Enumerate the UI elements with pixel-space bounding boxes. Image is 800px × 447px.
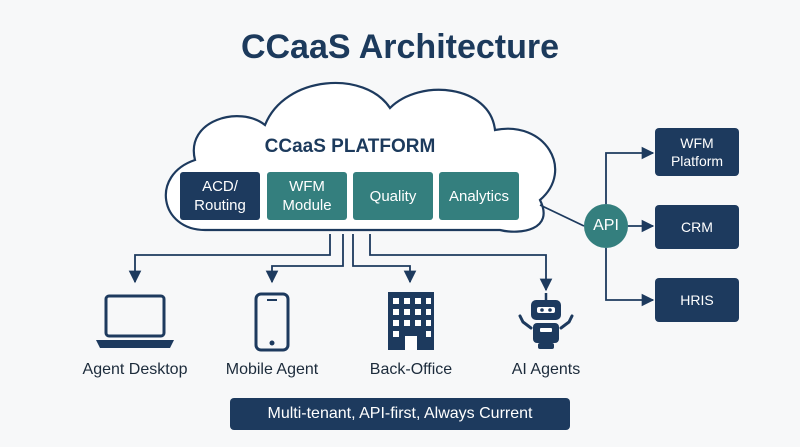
connector-api-wfm: [605, 146, 655, 204]
laptop-icon: [96, 294, 174, 348]
robot-icon: [518, 293, 574, 349]
connector-platform-api: [539, 204, 585, 227]
connector-mobile-agent: [265, 234, 344, 284]
connector-agent-desktop: [128, 234, 331, 284]
endpoint-label-agent-desktop: Agent Desktop: [82, 361, 188, 378]
connector-back-office: [352, 234, 417, 284]
endpoint-label-back-office: Back-Office: [369, 361, 453, 378]
integration-crm: CRM: [655, 205, 739, 249]
integration-hris: HRIS: [655, 278, 739, 322]
module-analytics: Analytics: [439, 172, 519, 220]
module-wfm: WFM Module: [267, 172, 347, 220]
page-title: CCaaS Architecture: [240, 28, 560, 66]
endpoint-label-ai-agents: AI Agents: [511, 361, 581, 378]
office-building-icon: [388, 292, 434, 350]
smartphone-icon: [254, 292, 290, 352]
platform-title: CCaaS PLATFORM: [264, 136, 436, 157]
api-node: API: [584, 204, 628, 248]
footer-banner: Multi-tenant, API-first, Always Current: [230, 398, 570, 430]
endpoint-label-mobile-agent: Mobile Agent: [225, 361, 319, 378]
module-quality: Quality: [353, 172, 433, 220]
module-acd-routing: ACD/ Routing: [180, 172, 260, 220]
integration-wfm-platform: WFM Platform: [655, 128, 739, 176]
connector-api-hris: [605, 248, 655, 307]
connector-ai-agents: [369, 234, 553, 292]
